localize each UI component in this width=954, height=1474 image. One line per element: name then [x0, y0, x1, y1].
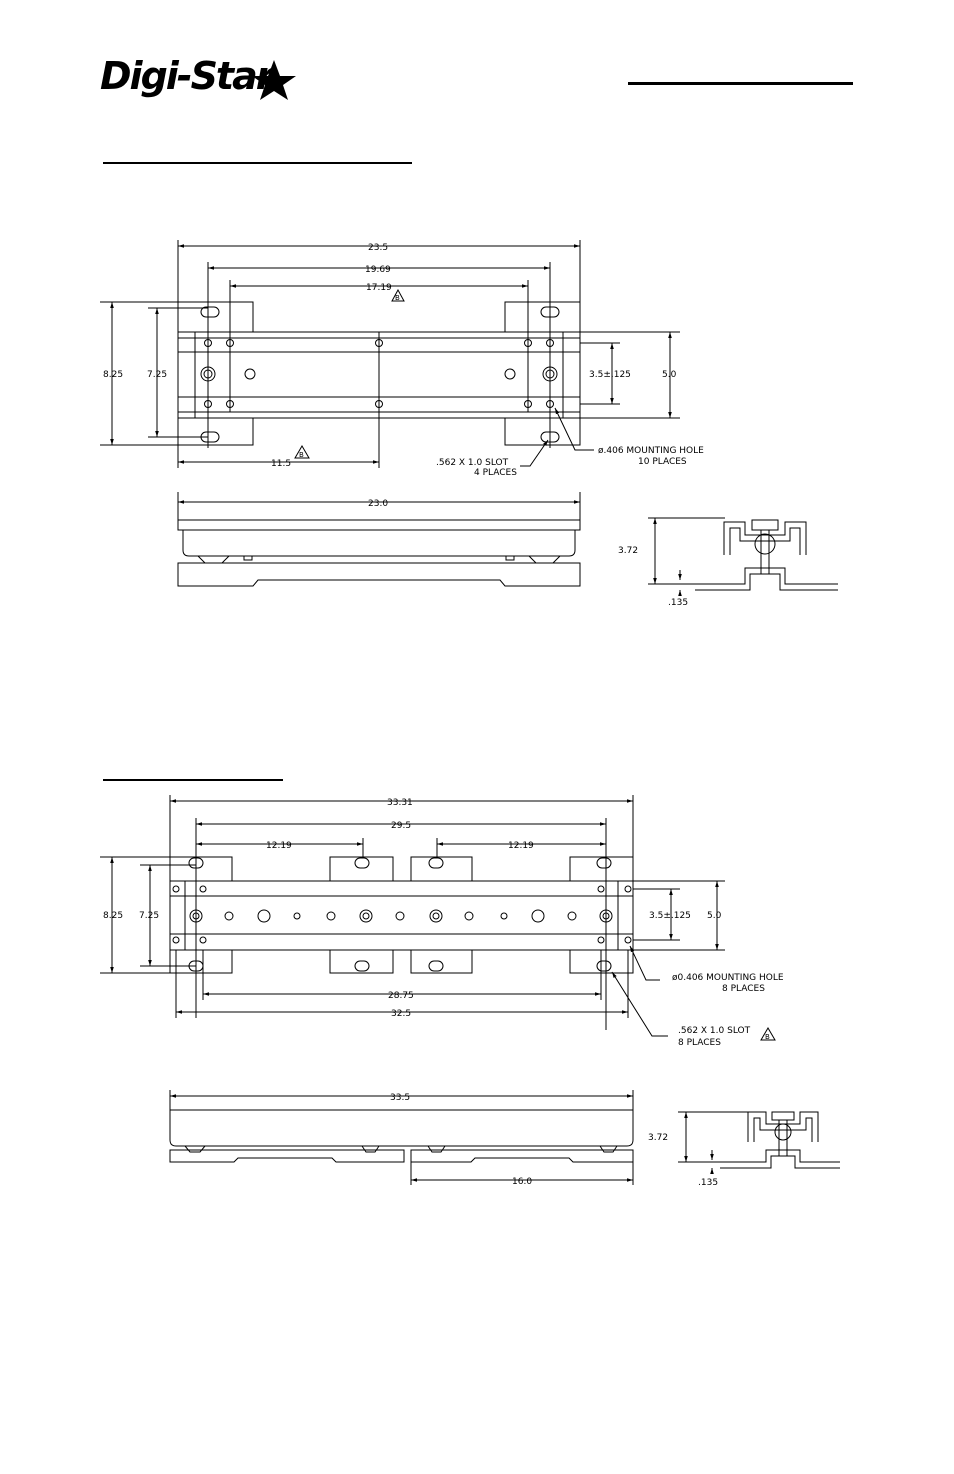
d2-note-slot-line1: .562 X 1.0 SLOT: [678, 1026, 751, 1036]
digi-star-logo: Digi-Star: [100, 52, 300, 102]
d2-dim-outer-bottom: 32.5: [391, 1009, 411, 1019]
d2-note-hole-line2: 8 PLACES: [722, 984, 765, 994]
drawing1-labels: 23.5 19.69 17.19 B 8.25 7.25 3.5±.125 5.…: [103, 243, 704, 608]
d1-note-hole-line1: ø.406 MOUNTING HOLE: [598, 446, 704, 456]
d2-note-hole-line1: ø0.406 MOUNTING HOLE: [672, 973, 784, 983]
d1-dim-height-outer: 8.25: [103, 370, 123, 380]
d1-dim-hole-spacing: 3.5±.125: [589, 370, 631, 380]
d2-dim-holes: 29.5: [391, 821, 411, 831]
d1-dim-half: 11.5: [271, 459, 291, 469]
d1-dim-height-inner: 7.25: [147, 370, 167, 380]
d1-dim-side-length: 23.0: [368, 499, 388, 509]
d2-dim-side-half: 16.0: [512, 1177, 532, 1187]
d2-dim-hole-spacing: 3.5±.125: [649, 911, 691, 921]
d2-dim-inner-bottom: 28.75: [388, 991, 414, 1001]
d2-dim-height-inner: 7.25: [139, 911, 159, 921]
drawing2-plan-view: [100, 795, 776, 1041]
logo-wordmark: Digi-Star: [100, 54, 274, 98]
d2-dim-right-span: 12.19: [508, 841, 534, 851]
d2-rev-marker: B: [765, 1033, 770, 1041]
d2-dim-end-height: 3.72: [648, 1133, 668, 1143]
d1-note-slot-line1: .562 X 1.0 SLOT: [436, 458, 509, 468]
d1-dim-end-thickness: .135: [668, 598, 688, 608]
section-2-heading-rule: [103, 779, 283, 781]
drawing1-side-view: [177, 492, 581, 587]
d1-dim-inner-holes: 17.19: [366, 283, 392, 293]
d1-note-slot-line2: 4 PLACES: [474, 468, 517, 478]
d2-dim-left-span: 12.19: [266, 841, 292, 851]
section-1-heading-rule: [103, 162, 412, 164]
drawing1-plan-view: [100, 240, 680, 468]
drawing2-side-view: [169, 1090, 634, 1185]
d1-dim-outer-holes: 19.69: [365, 265, 391, 275]
d1-note-hole-line2: 10 PLACES: [638, 457, 687, 467]
d2-note-slot-line2: 8 PLACES: [678, 1038, 721, 1048]
d2-dim-end-thickness: .135: [698, 1178, 718, 1188]
d1-dim-channel: 5.0: [662, 370, 677, 380]
star-icon: [252, 60, 296, 100]
d1-rev-marker-bottom: B: [299, 451, 304, 459]
d1-dim-end-height: 3.72: [618, 546, 638, 556]
d2-dim-overall: 33.31: [387, 798, 413, 808]
d2-dim-side-length: 33.5: [390, 1093, 410, 1103]
drawing2-end-view: [678, 1111, 840, 1174]
header-rule: [628, 82, 853, 85]
d1-rev-marker-top: B: [395, 294, 400, 302]
d1-dim-overall: 23.5: [368, 243, 388, 253]
drawing1-end-view: [648, 517, 838, 596]
d2-dim-channel: 5.0: [707, 911, 722, 921]
drawing2-labels: 33.31 29.5 12.19 12.19 8.25 7.25 3.5±.12…: [103, 798, 784, 1188]
d2-dim-height-outer: 8.25: [103, 911, 123, 921]
